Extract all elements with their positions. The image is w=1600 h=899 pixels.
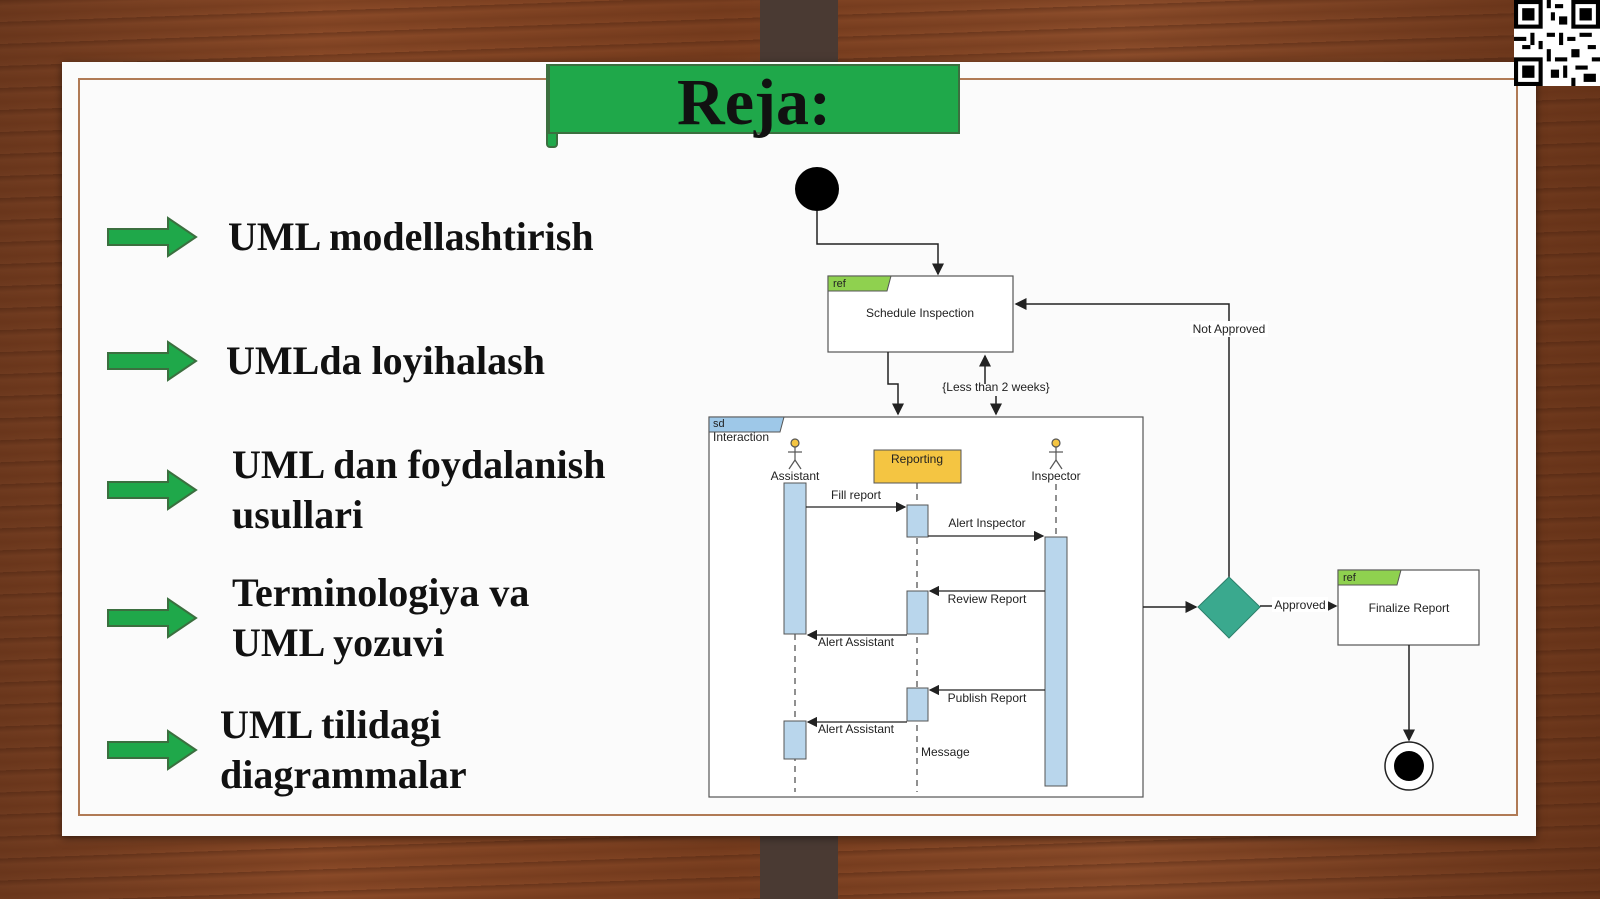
fill-report-label: Fill report: [831, 488, 882, 502]
alert-assistant-label-2: Alert Assistant: [818, 722, 895, 736]
reporting-activation: [906, 590, 929, 635]
finalize-report-label: Finalize Report: [1369, 601, 1450, 615]
reporting-activation: [906, 504, 929, 538]
not-approved-bg: [1190, 321, 1268, 337]
flow-schedule-to-interaction: [887, 352, 904, 416]
green-arrow-icon: [107, 469, 198, 511]
approved-label: Approved: [1274, 598, 1325, 612]
bullet-item-3: UML dan foydalanish usullari: [106, 440, 605, 540]
less-than-label: {Less than 2 weeks}: [942, 380, 1049, 394]
schedule-inspection-label: Schedule Inspection: [866, 306, 974, 320]
bullet-item-4: Terminologiya va UML yozuvi: [106, 568, 529, 668]
inspector-label: Inspector: [1031, 469, 1080, 483]
ref-tag-label: ref: [1343, 572, 1357, 584]
green-arrow-icon: [107, 340, 198, 382]
assistant-label: Assistant: [771, 469, 820, 483]
bullet-text: UML modellashtirish: [228, 214, 594, 259]
bullet-item-2: UMLda loyihalash: [106, 336, 545, 386]
slide-title: Reja:: [677, 66, 831, 139]
reporting-box: [873, 449, 962, 484]
reporting-label: Reporting: [891, 452, 943, 466]
decision-diamond: [1197, 576, 1261, 639]
message-label: Message: [921, 745, 970, 759]
green-arrow-icon: [107, 597, 198, 639]
bullet-item-1: UML modellashtirish: [106, 212, 594, 262]
qr-code-icon: [1514, 0, 1600, 86]
flow-start-to-schedule: [816, 211, 944, 276]
alert-assistant-label-1: Alert Assistant: [818, 635, 895, 649]
interaction-label: Interaction: [713, 430, 769, 444]
sd-tag: [708, 416, 785, 433]
bullet-text: UML dan foydalanish usullari: [232, 442, 606, 537]
ref-tag: [827, 275, 892, 292]
reporting-activation: [906, 687, 929, 722]
green-arrow-icon: [107, 216, 198, 258]
title-banner: [548, 64, 960, 134]
alert-inspector-label: Alert Inspector: [948, 516, 1025, 530]
bullet-text: UML tilidagi diagrammalar: [220, 702, 467, 797]
bullet-text: Terminologiya va UML yozuvi: [232, 570, 530, 665]
sd-tag-label: sd: [713, 418, 725, 430]
inspector-actor-icon: [1049, 438, 1063, 470]
inspector-activation: [1044, 536, 1068, 787]
ref-tag: [1337, 569, 1402, 586]
bullet-item-5: UML tilidagi diagrammalar: [106, 700, 467, 800]
approved-bg: [1272, 597, 1328, 612]
bullet-text: UMLda loyihalash: [226, 338, 545, 383]
not-approved-label: Not Approved: [1193, 322, 1266, 336]
ref-tag-label: ref: [833, 278, 847, 290]
assistant-activation: [783, 720, 807, 760]
assistant-actor-icon: [788, 438, 802, 470]
end-node: [1394, 751, 1424, 781]
start-node: [795, 167, 839, 211]
green-arrow-icon: [107, 729, 198, 771]
assistant-activation: [783, 482, 807, 635]
flow-not-approved: [1014, 298, 1230, 577]
review-report-label: Review Report: [948, 592, 1027, 606]
publish-report-label: Publish Report: [948, 691, 1027, 705]
